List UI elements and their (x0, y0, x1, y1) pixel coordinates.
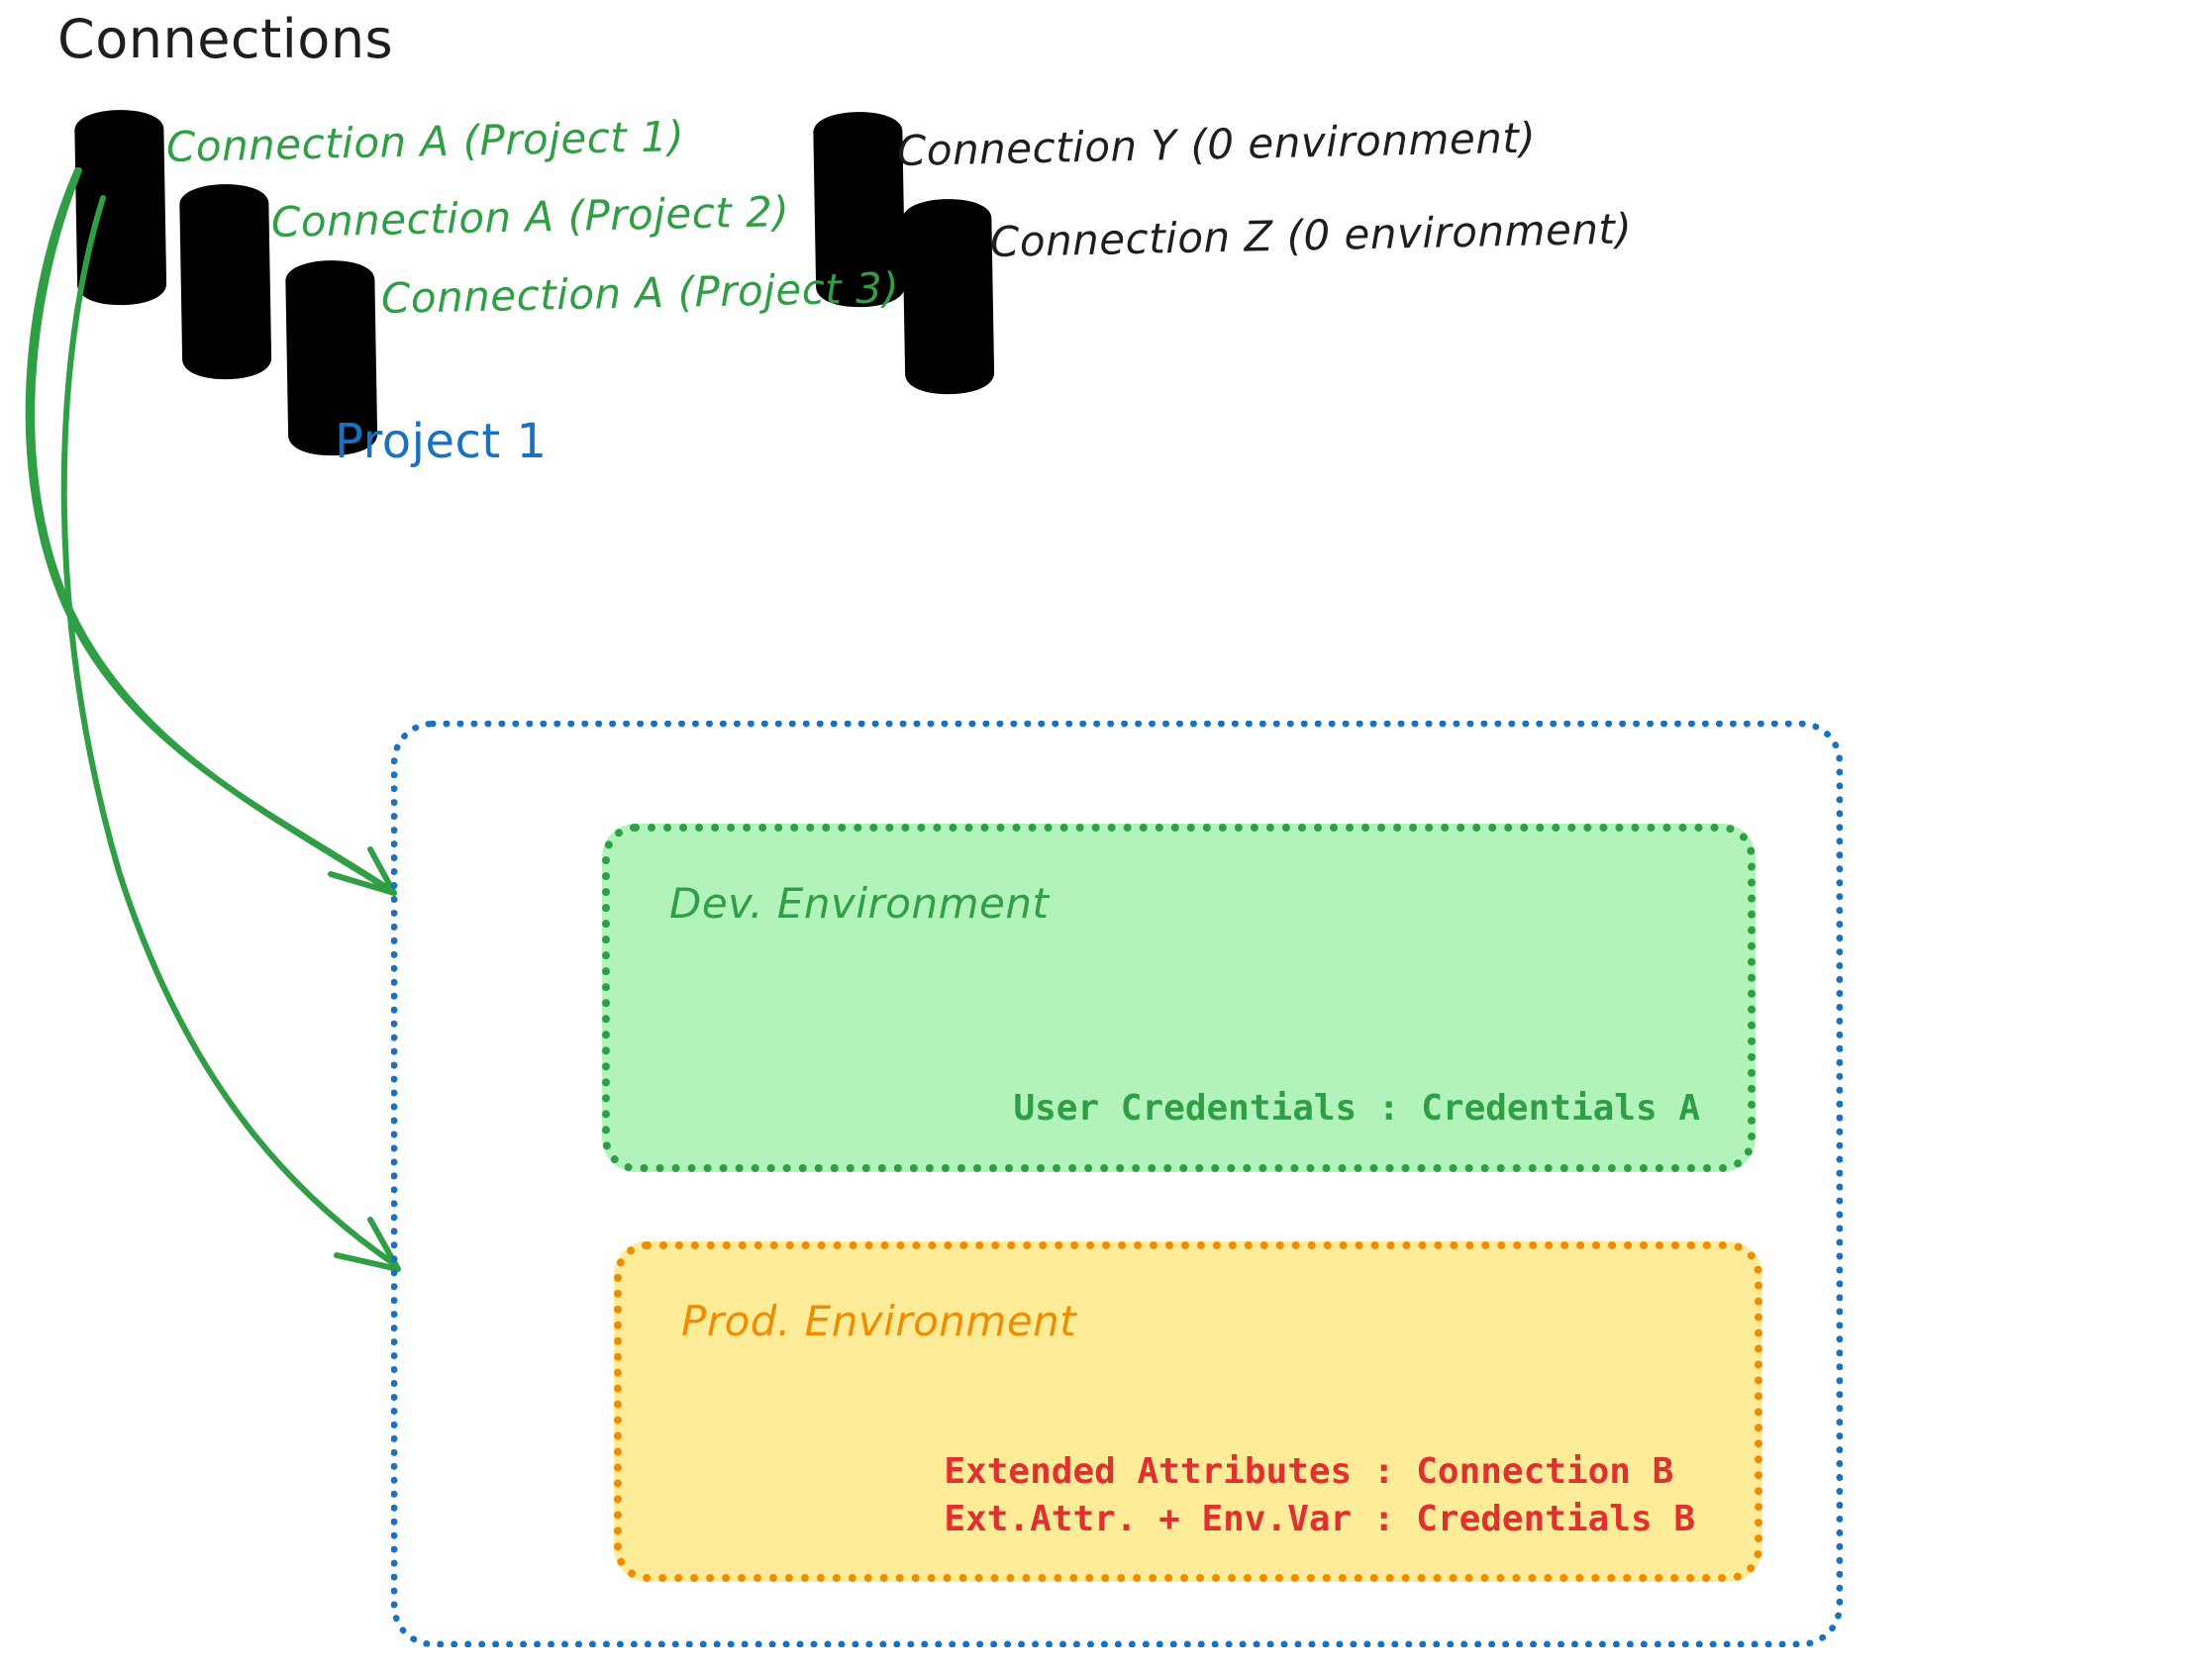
prod-environment-box[interactable]: Prod. Environment Extended Attributes : … (614, 1241, 1762, 1582)
dev-environment-title: Dev. Environment (669, 879, 1050, 928)
dev-credentials-text: User Credentials : Credentials A (1013, 1088, 1700, 1129)
connection-label-z: Connection Z (0 environment) (989, 204, 1633, 266)
dev-environment-box[interactable]: Dev. Environment User Credentials : Cred… (602, 824, 1756, 1172)
project-title: Project 1 (335, 414, 548, 469)
project-container (391, 721, 1843, 1647)
arrow-connection-to-prod[interactable] (60, 195, 401, 1272)
prod-env-var-text: Ext.Attr. + Env.Var : Credentials B (944, 1499, 1695, 1540)
prod-attributes-group: Extended Attributes : Connection B Ext.A… (944, 1448, 1695, 1544)
database-icon[interactable] (902, 198, 995, 395)
page-title: Connections (57, 8, 394, 70)
connection-label-a3: Connection A (Project 3) (380, 263, 900, 323)
database-icon[interactable] (179, 183, 272, 380)
connection-label-y: Connection Y (0 environment) (896, 113, 1537, 175)
prod-extended-attributes-text: Extended Attributes : Connection B (944, 1450, 1674, 1492)
prod-environment-title: Prod. Environment (681, 1297, 1077, 1345)
connection-label-a2: Connection A (Project 2) (270, 187, 790, 246)
connection-label-a1: Connection A (Project 1) (165, 112, 685, 171)
database-icon[interactable] (74, 109, 167, 306)
